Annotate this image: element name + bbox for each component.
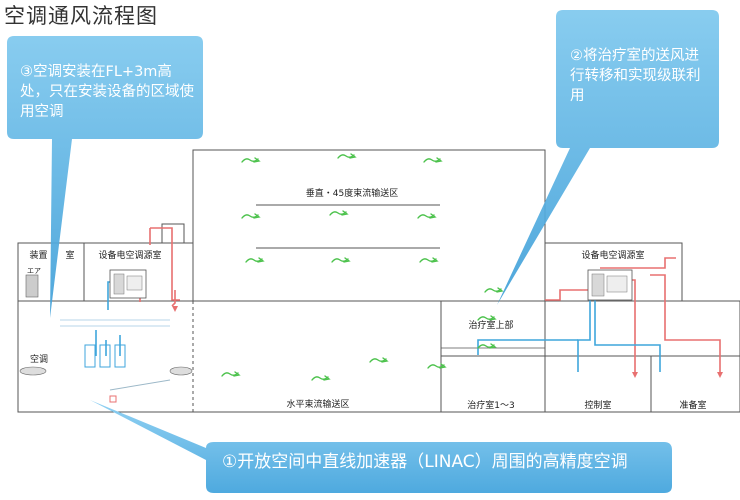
airflow-arrowhead [381, 357, 389, 363]
airflow-arrowhead [341, 210, 349, 216]
return-ducts [95, 281, 661, 372]
supply-outlets [172, 306, 723, 378]
airflow-arrowhead [323, 375, 331, 381]
ac-room-left-label: 设备电空调源室 [98, 251, 162, 261]
callout-3-text: ③空调安装在FL+3m高处，只在安装设备的区域使用空调 [20, 64, 194, 120]
ac-room-left-stair [161, 223, 185, 244]
callout-2-text: ②将治疗室的送风进行转移和实现级联利用 [570, 48, 701, 104]
vertical-hall-outline [192, 149, 546, 302]
airflow-arrowhead [253, 213, 261, 219]
airflow-arrowhead [431, 257, 439, 263]
aircon-label: 空调 [29, 355, 49, 365]
airflow-mark [221, 372, 239, 377]
airflow-mark [329, 211, 347, 216]
treatment-rooms-label: 治疗室1～3 [467, 401, 515, 411]
airflow-mark [241, 158, 259, 163]
airflow-mark [241, 214, 259, 219]
airflow-mark [337, 154, 355, 159]
airflow-arrowhead [489, 343, 497, 349]
airflow-mark [311, 376, 329, 381]
linac-marker [109, 395, 117, 403]
equipment-room-label: 装置 室 [29, 251, 75, 261]
callout-3-bubble [7, 36, 203, 318]
airflow-mark [331, 258, 349, 263]
callout-1-bubble [90, 400, 672, 493]
airflow-mark [369, 358, 387, 363]
airflow-arrowhead [435, 157, 443, 163]
airflow-mark [419, 258, 437, 263]
airflow-arrowhead [257, 257, 265, 263]
control-room-label: 控制室 [584, 401, 612, 411]
airflow-arrowhead [253, 157, 261, 163]
airflow-arrowhead [489, 315, 497, 321]
airflow-arrowhead [233, 371, 241, 377]
airflow-mark [427, 364, 445, 369]
airflow-mark [417, 214, 435, 219]
building-walls [17, 149, 740, 413]
airflow-mark [484, 288, 502, 293]
air-handler-unit [25, 274, 39, 298]
treatment-upper-label: 治疗室上部 [468, 321, 514, 331]
callout-1-text: ①开放空间中直线加速器（LINAC）周围的高精度空调 [222, 452, 628, 472]
airflow-mark [477, 344, 495, 349]
airflow-arrowhead [439, 363, 447, 369]
aircon-unit-left [19, 366, 47, 376]
callout-2-bubble [497, 10, 719, 305]
ac-room-left-outline [83, 242, 194, 302]
aircon-unit-right [169, 366, 193, 376]
linac-equipment [60, 319, 171, 403]
airflow-marks [221, 153, 504, 381]
page-title: 空调通风流程图 [4, 4, 158, 28]
ac-room-right-label: 设备电空调源室 [581, 251, 645, 261]
airflow-mark [477, 316, 495, 321]
airflow-mark [423, 158, 441, 163]
airflow-arrowhead [349, 153, 357, 159]
prep-room-label: 准备室 [679, 401, 707, 411]
airflow-arrowhead [496, 287, 504, 293]
airflow-arrowhead [429, 213, 437, 219]
vertical-zone-label: 垂直・45度束流输送区 [305, 189, 399, 199]
airflow-mark [245, 258, 263, 263]
ac-room-right-outline [544, 242, 683, 302]
prep-room-outline [650, 355, 740, 413]
ac-units [19, 269, 633, 376]
air-unit-label: エア [27, 267, 41, 275]
horizontal-zone-label: 水平束流输送区 [286, 400, 350, 410]
airflow-arrowhead [343, 257, 351, 263]
